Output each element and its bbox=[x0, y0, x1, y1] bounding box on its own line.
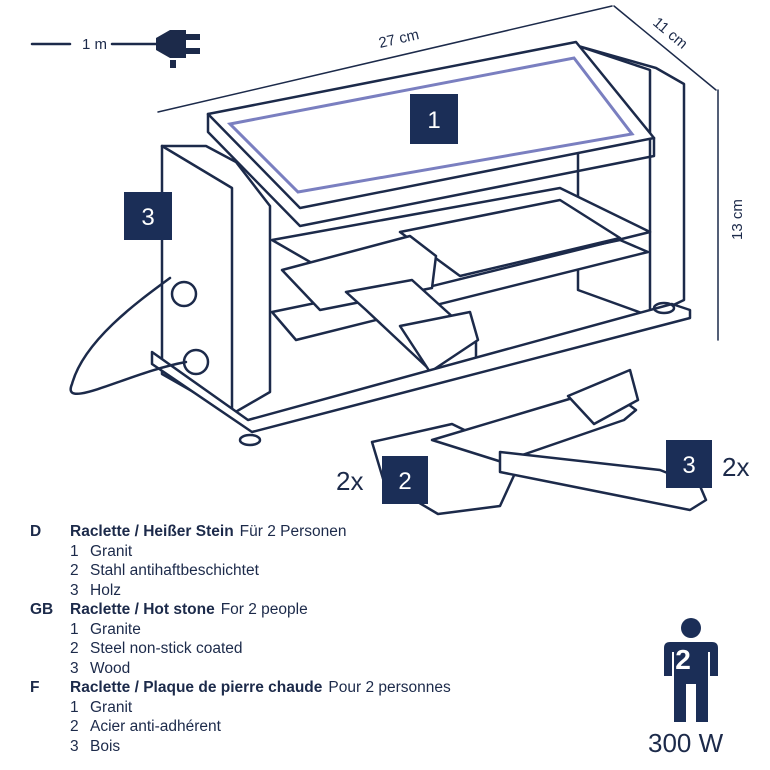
callout-spatula: 3 bbox=[666, 440, 712, 488]
power-rating: 300 W bbox=[648, 728, 724, 758]
svg-text:1: 1 bbox=[427, 107, 440, 134]
person-icon bbox=[664, 618, 718, 722]
right-side-edge bbox=[576, 44, 652, 318]
depth-dimension-line bbox=[613, 5, 717, 91]
foot-front bbox=[238, 433, 262, 447]
foot-right bbox=[652, 301, 676, 315]
left-side-panel bbox=[160, 144, 272, 416]
control-knob bbox=[170, 280, 198, 308]
power-cable bbox=[69, 276, 188, 395]
callout-pan: 2 bbox=[382, 456, 428, 504]
legend-title: Raclette / Hot stone bbox=[70, 601, 215, 618]
language-code: GB bbox=[30, 601, 54, 618]
inner-pan-right bbox=[398, 198, 622, 278]
height-label: 13 cm bbox=[729, 199, 746, 240]
cable-length-label: 1 m bbox=[82, 36, 107, 53]
inserted-handle-grip bbox=[398, 310, 480, 374]
raclette-illustration: 1 m 27 cm 11 cm 13 cm 1 3 2 3 2x 2x bbox=[30, 5, 749, 516]
legend-french: F Raclette / Plaque de pierre chaude Pou… bbox=[30, 678, 630, 756]
language-code: D bbox=[30, 523, 42, 540]
legend-subtitle: For 2 people bbox=[220, 601, 308, 618]
callout-side-wood: 3 bbox=[124, 192, 172, 240]
legend-subtitle: Für 2 Personen bbox=[239, 523, 347, 540]
legend-title: Raclette / Plaque de pierre chaude bbox=[70, 679, 323, 696]
language-code: F bbox=[30, 679, 40, 696]
width-label: 27 cm bbox=[377, 26, 421, 52]
stone-top-edge bbox=[206, 112, 656, 228]
svg-text:3: 3 bbox=[141, 204, 154, 231]
legend-german: D Raclette / Heißer Stein Für 2 Personen… bbox=[30, 522, 630, 600]
base-frame bbox=[150, 302, 692, 434]
callout-stone: 1 bbox=[410, 94, 458, 144]
left-side-edge bbox=[160, 144, 234, 416]
material-legend: D Raclette / Heißer Stein Für 2 Personen… bbox=[30, 522, 630, 756]
loose-pan-grip bbox=[566, 368, 640, 426]
persons-count: 2 bbox=[675, 644, 691, 675]
stone-inner-outline bbox=[226, 56, 635, 194]
persons-badge: 2 bbox=[640, 618, 750, 758]
legend-title: Raclette / Heißer Stein bbox=[70, 523, 234, 540]
svg-text:3: 3 bbox=[682, 452, 695, 479]
width-dimension-line bbox=[157, 5, 613, 113]
spatula-quantity: 2x bbox=[722, 452, 749, 482]
pan-quantity: 2x bbox=[336, 466, 363, 496]
svg-text:2: 2 bbox=[398, 468, 411, 495]
legend-subtitle: Pour 2 personnes bbox=[328, 679, 451, 696]
depth-label: 11 cm bbox=[649, 14, 690, 53]
plug-icon bbox=[156, 30, 200, 68]
